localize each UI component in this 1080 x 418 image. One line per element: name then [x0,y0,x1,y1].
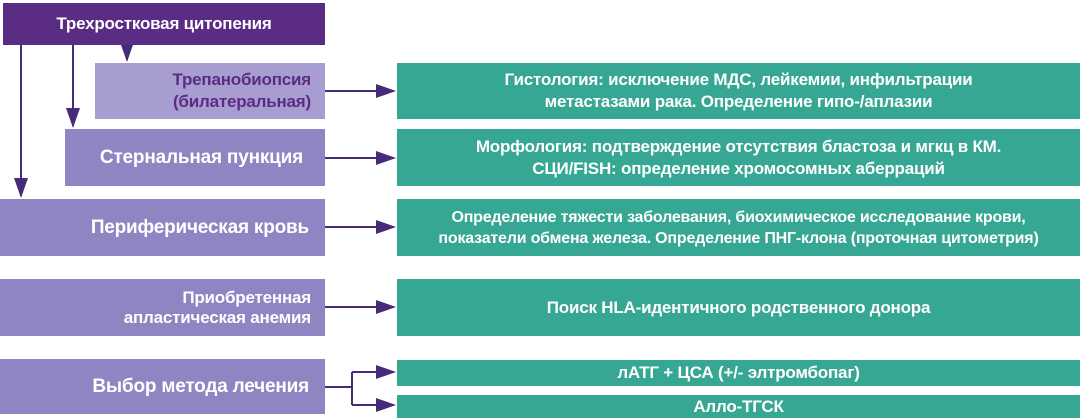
node-label-line2: метастазами рака. Определение гипо-/апла… [544,92,933,111]
node-treatment-atg-csa: лАТГ + ЦСА (+/- элтромбопаг) [397,360,1080,386]
node-label-line2: (билатеральная) [172,92,311,111]
node-acquired-aplastic-anemia: Приобретенная апластическая анемия [0,279,325,336]
node-morphology-result: Морфология: подтверждение отсутствия бла… [397,129,1080,186]
node-peripheral-blood: Периферическая кровь [0,199,325,256]
node-label-line1: Определение тяжести заболевания, биохими… [451,208,1026,226]
node-label: Стернальная пункция [99,146,303,168]
node-label-line2: СЦИ/FISH: определение хромосомных аберра… [532,158,945,178]
node-three-lineage-cytopenia: Трехростковая цитопения [3,3,325,45]
node-label: Алло-ТГСК [693,396,784,416]
node-label-line1: Гистология: исключение МДС, лейкемии, ин… [504,70,973,89]
node-label: Поиск HLA-идентичного родственного донор… [546,297,931,317]
node-treatment-allo-hsct: Алло-ТГСК [397,395,1080,418]
node-label: Периферическая кровь [90,216,309,238]
node-treatment-choice: Выбор метода лечения [0,359,325,414]
node-label: Выбор метода лечения [92,375,309,397]
node-label: Трехростковая цитопения [56,14,272,33]
node-label-line2: апластическая анемия [123,307,311,327]
node-label: лАТГ + ЦСА (+/- элтромбопаг) [617,363,860,382]
node-label-line1: Трепанобиопсия [172,70,311,89]
node-label-line1: Морфология: подтверждение отсутствия бла… [475,136,1002,156]
node-label-line2: показатели обмена железа. Определение ПН… [438,229,1039,247]
node-trephine-biopsy: Трепанобиопсия (билатеральная) [95,63,325,119]
node-hla-donor-search: Поиск HLA-идентичного родственного донор… [397,279,1080,336]
node-histology-result: Гистология: исключение МДС, лейкемии, ин… [397,63,1080,119]
node-sternal-puncture: Стернальная пункция [65,129,325,186]
node-label-line1: Приобретенная [182,287,311,307]
node-blood-tests-result: Определение тяжести заболевания, биохими… [397,199,1080,256]
